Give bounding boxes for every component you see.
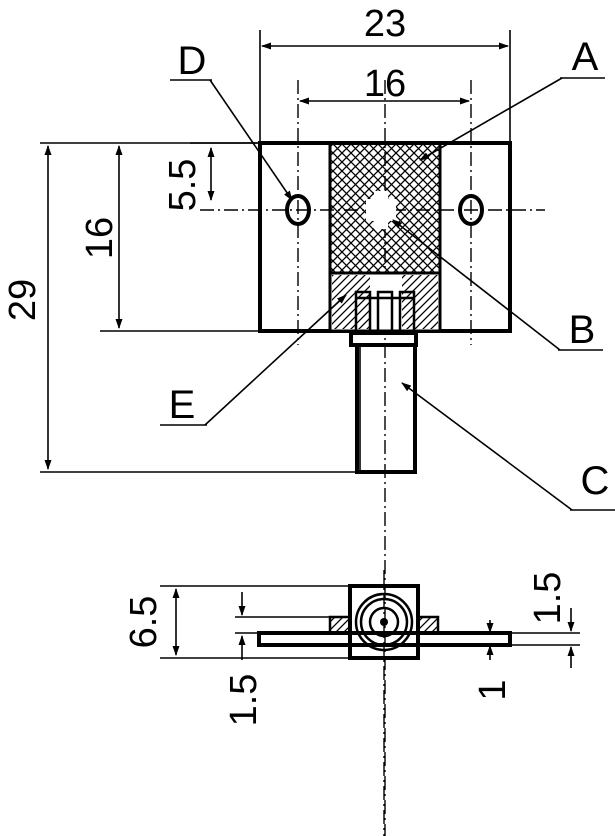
bottom-view [257,570,512,836]
connector-shaft-c [355,343,417,474]
callout-e: E [169,383,196,427]
mounting-hole-left [285,194,311,226]
callouts: D A B E C [160,35,615,511]
dimension-6-5: 6.5 [123,596,165,649]
dimension-23: 23 [364,3,406,45]
window-b [366,191,396,229]
leader-e [204,294,347,426]
dimension-1: 1 [472,679,514,700]
connector-body [348,584,420,660]
dimension-1-5-right: 1.5 [527,572,569,625]
top-view [200,80,545,836]
top-dimensions: 23 16 5.5 16 29 [2,3,511,473]
leader-a [419,77,563,161]
dimension-16-left: 16 [79,217,121,259]
callout-b: B [569,308,596,352]
leader-b [392,219,561,351]
dimension-5-5: 5.5 [162,159,204,212]
bottom-dimensions: 6.5 1.5 1.5 1 [123,572,580,727]
callout-c: C [581,459,610,503]
callout-a: A [572,35,599,79]
mounting-hole-right [458,194,484,226]
callout-d: D [178,39,207,83]
dimension-16-top: 16 [364,63,406,105]
dimension-29: 29 [2,279,44,321]
pad-right [416,615,440,635]
leader-d [209,79,293,201]
pad-left [328,615,352,635]
lower-block-hatch-right [402,275,438,329]
leader-c [401,382,573,511]
dimension-1-5-left: 1.5 [223,674,265,727]
